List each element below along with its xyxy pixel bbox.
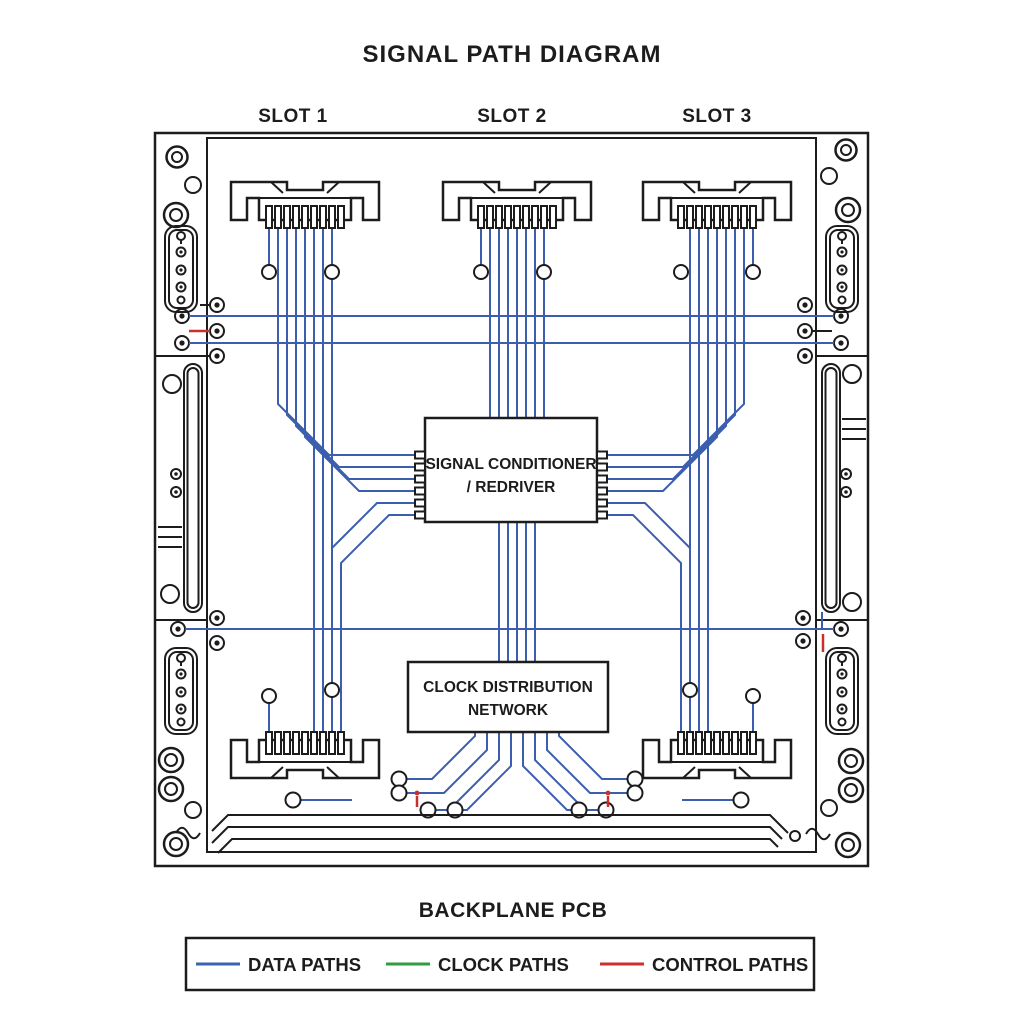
test-pad [209,635,225,651]
slot3-bottom-connector [641,730,793,780]
edge-slot [821,363,841,613]
test-pad [795,610,811,626]
wire-squiggle [175,826,201,840]
test-pad [795,633,811,649]
rail-hole [184,801,202,819]
pin-hole [170,468,182,480]
left-rail [157,145,225,858]
mounting-hole [165,145,189,169]
via-circles [261,264,761,819]
test-pad [209,323,225,339]
mounting-hole [837,776,865,804]
wire-squiggle [805,827,831,841]
dsub-connector [164,225,198,313]
pad-stubs [200,304,210,357]
bottom-bus-traces [211,814,801,854]
conditioner-label-line2: / REDRIVER [467,479,556,496]
rail-hole [842,364,862,384]
control-paths-label: CONTROL PATHS [652,954,808,975]
mounting-hole [834,196,862,224]
mounting-hole [157,746,185,774]
rail-hole [820,167,838,185]
signal-conditioner-block: SIGNAL CONDITIONER / REDRIVER [414,416,608,524]
rail-hole [160,584,180,604]
dsub-connector [164,647,198,735]
rail-hole [162,374,182,394]
slot3-label: SLOT 3 [682,106,752,127]
conditioner-label-line1: SIGNAL CONDITIONER [425,456,596,473]
slot1-bottom-connector [229,730,381,780]
clock-label-line1: CLOCK DISTRIBUTION [423,679,593,696]
board-label: BACKPLANE PCB [419,899,608,922]
data-traces [185,228,834,811]
pin-hole [170,486,182,498]
slot1-connector [229,180,381,230]
hatch-marks [842,418,866,440]
backplane-board [153,131,870,868]
page-title: SIGNAL PATH DIAGRAM [363,41,662,68]
clock-label-line2: NETWORK [468,702,549,719]
rail-hole [184,176,202,194]
slot2-label: SLOT 2 [477,106,547,127]
rail-hole [842,592,862,612]
mounting-hole [162,830,190,858]
horizontal-bus-traces [185,315,834,630]
edge-slot [183,363,203,613]
edge-slot-inner [824,367,838,609]
clock-paths-label: CLOCK PATHS [438,954,569,975]
mounting-hole [834,138,858,162]
test-pad [209,297,225,313]
board-inner-edge [206,137,817,853]
test-pad [797,297,813,313]
data-paths-label: DATA PATHS [248,954,361,975]
right-rail [795,138,866,859]
mounting-hole [834,831,862,859]
rail-dividers [155,355,868,621]
control-traces [189,329,825,807]
edge-slot-inner [186,367,200,609]
slot3-connector [641,180,793,230]
dsub-connector [825,225,859,313]
test-pad [209,348,225,364]
mounting-hole [157,775,185,803]
test-pad [797,348,813,364]
test-pad [209,610,225,626]
mounting-hole [837,747,865,775]
test-pad [170,621,186,637]
pin-hole [840,468,852,480]
mounting-hole [162,201,190,229]
test-pad [833,621,849,637]
clock-distribution-block: CLOCK DISTRIBUTION NETWORK [406,660,610,734]
test-pad [833,335,849,351]
slot1-label: SLOT 1 [258,106,328,127]
rail-hole [820,799,838,817]
slot2-connector [441,180,593,230]
test-pad [797,323,813,339]
board-outer-edge [153,131,870,868]
pin-hole [840,486,852,498]
hatch-marks [158,526,182,548]
test-pad [174,335,190,351]
legend-box [184,936,816,992]
legend: DATA PATHS CLOCK PATHS CONTROL PATHS [184,936,816,992]
dsub-connector [825,647,859,735]
